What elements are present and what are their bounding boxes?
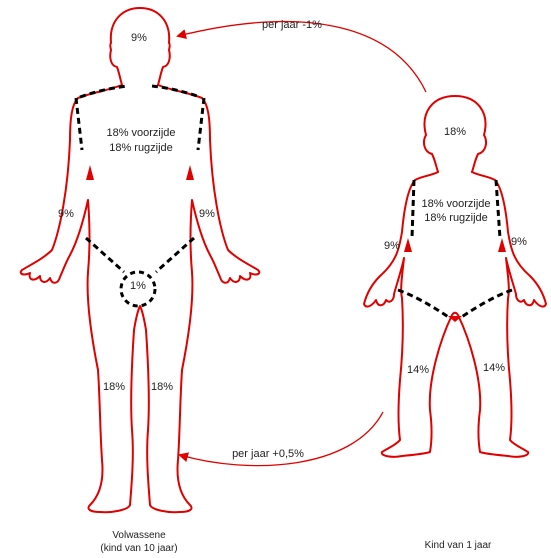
bottom-arrow-label: per jaar +0,5% <box>232 448 304 460</box>
child-right-inguinal-line <box>460 290 512 318</box>
adult-left-arm-marker <box>86 165 94 180</box>
adult-shoulder-line-right <box>152 86 200 97</box>
adult-genital-label: 1% <box>130 280 146 292</box>
child-trunk-front-label: 18% voorzijde <box>421 198 490 210</box>
adult-left-leg-label: 18% <box>103 381 125 393</box>
adult-left-armpit-line <box>76 98 82 150</box>
adult-trunk-front-label: 18% voorzijde <box>106 127 175 139</box>
adult-head-outline <box>110 8 170 85</box>
adult-right-arm-label: 9% <box>199 208 215 220</box>
child-trunk-back-label: 18% rugzijde <box>424 212 488 224</box>
child-figure: 18% 18% voorzijde 18% rugzijde 9% 9% 14%… <box>364 96 546 551</box>
adult-right-inguinal-line <box>156 238 194 272</box>
adult-head-label: 9% <box>131 32 147 44</box>
adult-left-arm-label: 9% <box>58 208 74 220</box>
child-right-leg-label: 14% <box>483 362 505 374</box>
child-left-arm-marker <box>404 238 412 252</box>
child-left-side-line <box>412 180 414 238</box>
child-left-arm-label: 9% <box>384 240 400 252</box>
child-left-inguinal-line <box>398 290 450 318</box>
top-arrow-label: per jaar -1% <box>262 19 322 31</box>
adult-right-leg-label: 18% <box>151 381 173 393</box>
adult-right-armpit-line <box>198 98 204 150</box>
adult-left-inguinal-line <box>86 238 124 272</box>
child-right-arm-marker <box>498 238 506 252</box>
top-arrow <box>178 22 426 92</box>
child-right-arm-label: 9% <box>511 236 527 248</box>
child-caption: Kind van 1 jaar <box>425 540 492 551</box>
adult-caption-line2: (kind van 10 jaar) <box>100 543 177 554</box>
child-left-leg-label: 14% <box>407 364 429 376</box>
adult-trunk-back-label: 18% rugzijde <box>109 142 173 154</box>
adult-figure: 9% 18% voorzijde 18% rugzijde 9% 9% 1% 1… <box>21 8 260 554</box>
adult-right-arm-marker <box>186 165 194 180</box>
child-head-label: 18% <box>444 126 466 138</box>
adult-caption-line1: Volwassene <box>112 530 166 541</box>
